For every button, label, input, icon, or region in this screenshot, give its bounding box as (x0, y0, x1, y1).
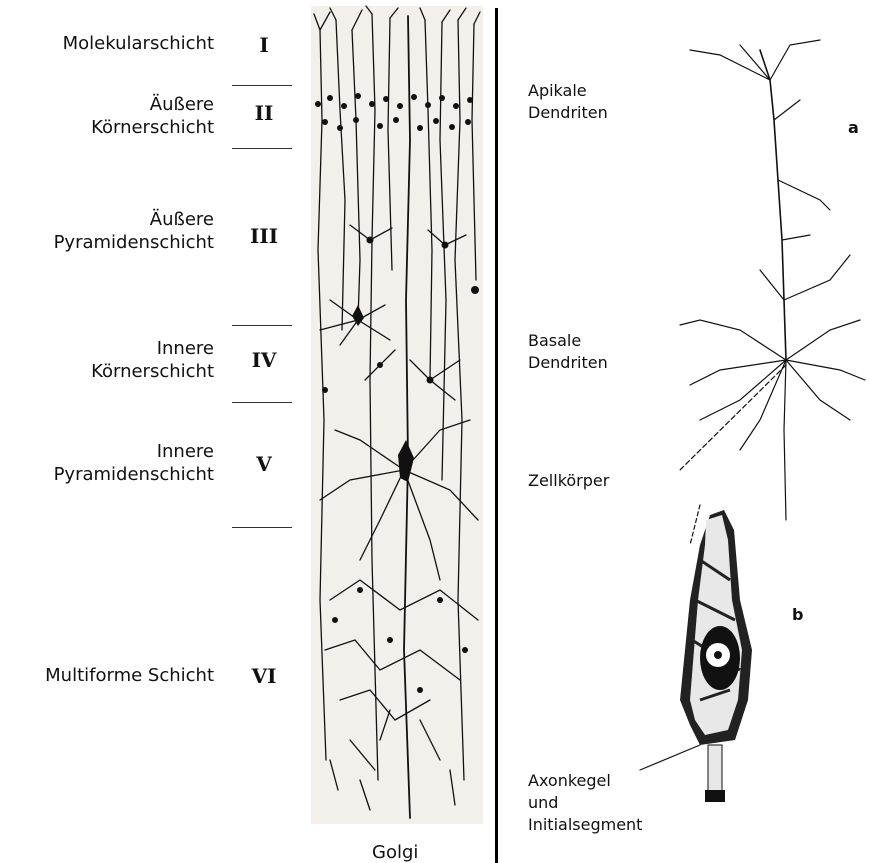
label-axon-hillock: Axonkegel und Initialsegment (528, 770, 642, 836)
panel-divider (495, 8, 498, 863)
pyramidal-neuron-a (640, 40, 865, 770)
label-line: Initialsegment (528, 814, 642, 836)
label-line: Basale (528, 330, 608, 352)
panel-letter-a: a (848, 118, 859, 137)
panel-letter-b: b (792, 605, 803, 624)
label-line: Dendriten (528, 102, 608, 124)
label-line: Axonkegel (528, 770, 642, 792)
label-apical-dendrites: Apikale Dendriten (528, 80, 608, 124)
cell-body-b (680, 510, 752, 802)
label-line: und (528, 792, 642, 814)
label-line: Dendriten (528, 352, 608, 374)
label-line: Apikale (528, 80, 608, 102)
stain-label: Golgi (372, 842, 418, 863)
label-basal-dendrites: Basale Dendriten (528, 330, 608, 374)
label-cell-body: Zellkörper (528, 470, 609, 492)
